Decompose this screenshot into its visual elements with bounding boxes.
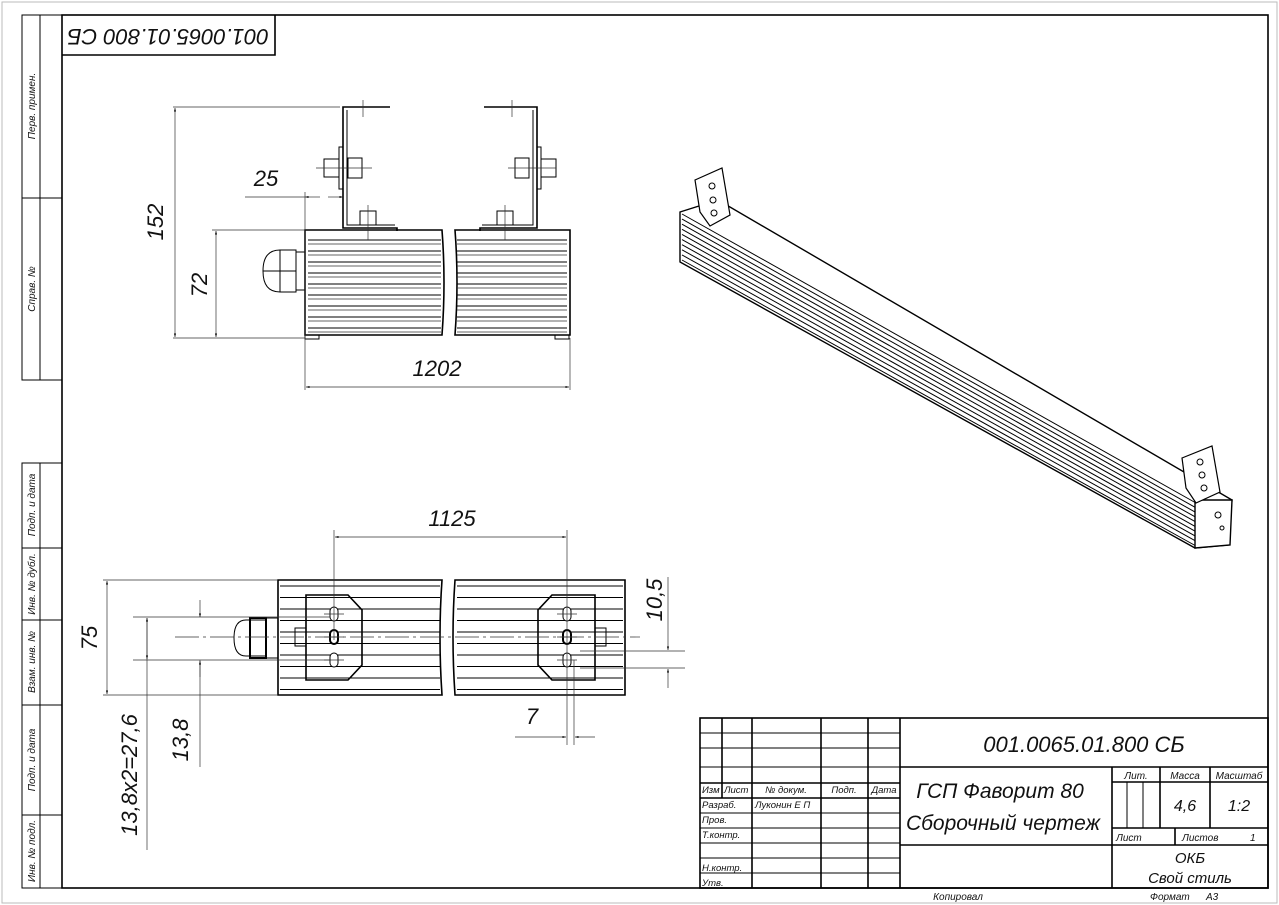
svg-text:Лист: Лист [1115, 833, 1142, 844]
rotated-designation-stamp: 001.0065.01.800 СБ [62, 15, 276, 56]
dim-25: 25 [253, 166, 279, 191]
side-label: Подп. и дата [27, 473, 38, 536]
document-type: Сборочный чертеж [906, 812, 1102, 835]
svg-text:001.0065.01.800 СБ: 001.0065.01.800 СБ [67, 24, 268, 49]
svg-text:Т.контр.: Т.контр. [702, 830, 740, 841]
format-label: Формат [1150, 892, 1190, 903]
dim-slot-span: 13,8x2=27,6 [117, 713, 142, 835]
organization: ОКБ [1175, 850, 1206, 867]
svg-text:Лист: Лист [723, 785, 749, 796]
side-label: Инв. № дубл. [26, 553, 38, 615]
front-view [173, 100, 571, 390]
side-strip: Перв. примен. Справ. № Подп. и дата Инв.… [21, 14, 63, 889]
svg-text:1: 1 [1250, 833, 1256, 844]
svg-text:Изм: Изм [702, 785, 720, 796]
format-value: А3 [1205, 892, 1219, 903]
drawing-line [681, 244, 1197, 533]
drawing-frame [61, 14, 1269, 889]
svg-text:Утв.: Утв. [701, 878, 724, 889]
drawing-line [681, 239, 1197, 528]
dim-75: 75 [77, 625, 102, 650]
drawing-line [681, 213, 1197, 504]
dim-1202: 1202 [413, 356, 462, 381]
side-label: Инв. № подл. [27, 820, 38, 882]
svg-text:№ докум.: № докум. [765, 785, 807, 796]
svg-text:Листов: Листов [1181, 833, 1218, 844]
side-label: Перв. примен. [27, 73, 38, 139]
product-name: ГСП Фаворит 80 [916, 780, 1084, 803]
isometric-view [679, 167, 1233, 549]
organization-2: Свой стиль [1148, 870, 1232, 887]
copied-label: Копировал [933, 892, 983, 903]
drawing-line [681, 249, 1197, 537]
dim-152: 152 [143, 204, 168, 241]
mass-value: 4,6 [1174, 798, 1196, 815]
drawing-line [681, 254, 1197, 542]
side-label: Взам. инв. № [27, 631, 38, 693]
side-label: Подп. и дата [27, 728, 38, 791]
svg-text:Масса: Масса [1170, 771, 1200, 782]
svg-text:Разраб.: Разраб. [702, 800, 736, 811]
svg-text:Масштаб: Масштаб [1216, 770, 1263, 782]
svg-text:Подп.: Подп. [831, 785, 856, 796]
svg-text:Пров.: Пров. [702, 815, 727, 826]
drawing-line [681, 218, 1197, 509]
scale-value: 1:2 [1228, 798, 1250, 815]
designation: 001.0065.01.800 СБ [983, 732, 1184, 757]
dim-7: 7 [526, 704, 539, 729]
dim-10-5: 10,5 [642, 578, 667, 622]
bottom-view [103, 530, 685, 850]
dim-1125: 1125 [428, 506, 476, 531]
svg-text:Н.контр.: Н.контр. [702, 863, 742, 874]
drawing-line [681, 223, 1197, 513]
drawing-line [681, 234, 1197, 523]
drawing-line [681, 228, 1197, 518]
drawing-line [681, 259, 1197, 547]
dim-13-8: 13,8 [168, 718, 193, 762]
title-block: Изм Лист № докум. Подп. Дата Разраб. Лук… [699, 717, 1269, 889]
svg-text:Луконин Е П: Луконин Е П [754, 800, 810, 811]
svg-text:Лит.: Лит. [1123, 771, 1147, 782]
dim-72: 72 [187, 273, 212, 297]
svg-text:Дата: Дата [870, 785, 896, 796]
side-label: Справ. № [27, 266, 38, 312]
